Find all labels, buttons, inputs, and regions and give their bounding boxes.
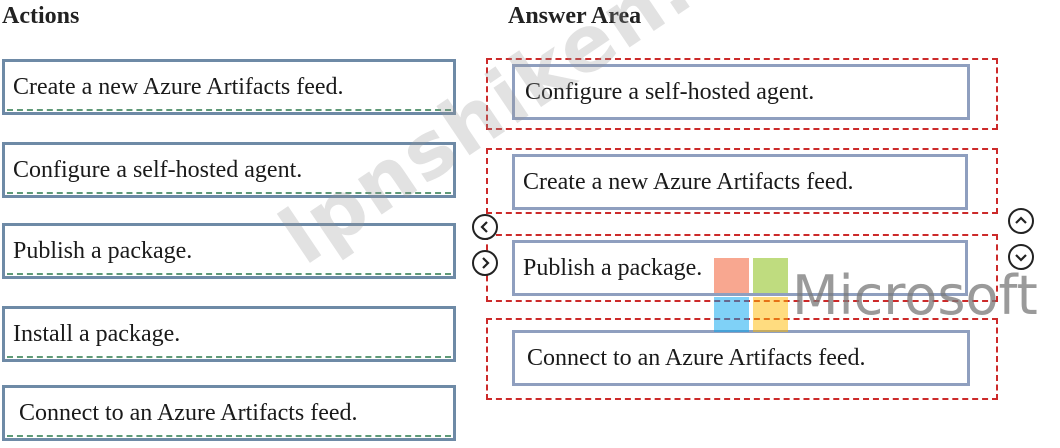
actions-heading: Actions — [2, 3, 80, 29]
action-item-label: Install a package. — [13, 320, 181, 347]
answer-area-heading: Answer Area — [508, 3, 642, 29]
answer-item-label: Publish a package. — [523, 254, 703, 281]
move-up-button[interactable] — [1008, 208, 1034, 234]
move-right-button[interactable] — [472, 250, 498, 276]
answer-item-label: Connect to an Azure Artifacts feed. — [527, 344, 866, 371]
action-item-label: Configure a self-hosted agent. — [13, 156, 303, 183]
action-item-configure-agent[interactable]: Configure a self-hosted agent. — [2, 142, 456, 198]
action-item-label: Publish a package. — [13, 237, 193, 264]
action-item-publish-package[interactable]: Publish a package. — [2, 223, 456, 279]
action-item-label: Create a new Azure Artifacts feed. — [13, 73, 344, 100]
action-item-create-feed[interactable]: Create a new Azure Artifacts feed. — [2, 59, 456, 115]
move-left-button[interactable] — [472, 214, 498, 240]
answer-item-publish-package[interactable]: Publish a package. — [512, 240, 968, 296]
action-item-label: Connect to an Azure Artifacts feed. — [19, 399, 358, 426]
chevron-right-icon — [482, 257, 490, 269]
answer-slot-1[interactable] — [486, 58, 998, 130]
answer-item-connect-feed[interactable]: Connect to an Azure Artifacts feed. — [512, 330, 970, 386]
answer-item-label: Create a new Azure Artifacts feed. — [523, 168, 854, 195]
answer-slot-2[interactable] — [486, 148, 998, 214]
answer-item-create-feed[interactable]: Create a new Azure Artifacts feed. — [512, 154, 968, 210]
chevron-left-icon — [480, 221, 488, 233]
chevron-up-icon — [1015, 216, 1027, 224]
answer-item-configure-agent[interactable]: Configure a self-hosted agent. — [512, 64, 970, 120]
chevron-down-icon — [1015, 254, 1027, 262]
action-item-install-package[interactable]: Install a package. — [2, 306, 456, 362]
action-item-connect-feed[interactable]: Connect to an Azure Artifacts feed. — [2, 385, 456, 441]
move-down-button[interactable] — [1008, 244, 1034, 270]
answer-item-label: Configure a self-hosted agent. — [525, 78, 815, 105]
